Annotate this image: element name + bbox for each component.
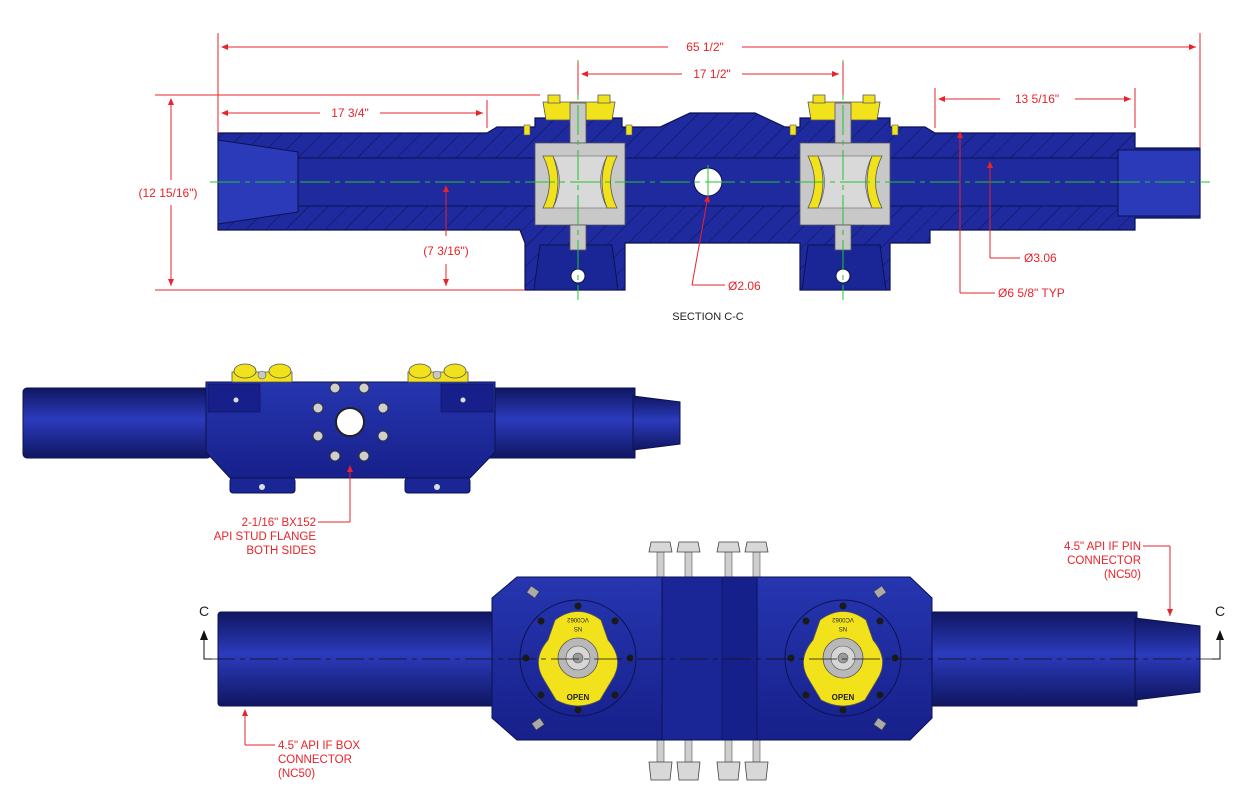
- side-right-pipe: [489, 387, 636, 459]
- side-view: [22, 363, 681, 494]
- overall-height-dim: (12 15/16"): [139, 186, 198, 200]
- right-pin: [1117, 149, 1201, 217]
- left-lower-leg: [533, 244, 619, 291]
- top-view: VC0062 NS OPEN VC0062 NS OPEN: [207, 541, 1218, 781]
- flange-callout-line3: BOTH SIDES: [246, 545, 316, 557]
- section-dimension-text: 65 1/2" 17 1/2" 17 3/4" 13 5/16" (12 15/…: [139, 40, 1065, 323]
- right-lower-leg: [801, 244, 887, 291]
- section-label: SECTION C-C: [672, 311, 744, 323]
- box-callout-line1: 4.5" API IF BOX: [278, 740, 360, 752]
- left-offset-dim: 17 3/4": [331, 106, 369, 120]
- section-marker-right: C: [1212, 603, 1225, 660]
- overall-length-dim: 65 1/2": [686, 40, 724, 54]
- flange-callout: 2-1/16" BX152 API STUD FLANGE BOTH SIDES: [214, 465, 353, 557]
- centerline-height-dim: (7 3/16"): [423, 244, 469, 258]
- port-diameter-dim: Ø2.06: [728, 279, 761, 293]
- section-view: [210, 60, 1210, 300]
- pin-callout-line3: (NC50): [1104, 569, 1141, 581]
- valve-spacing-dim: 17 1/2": [693, 67, 731, 81]
- box-callout-line3: (NC50): [278, 768, 315, 780]
- pin-callout-line1: 4.5" API IF PIN: [1064, 541, 1141, 553]
- flange-callout-line1: 2-1/16" BX152: [242, 517, 316, 529]
- left-valve-open: OPEN: [567, 693, 590, 702]
- left-valve-tag: NS: [574, 625, 582, 631]
- pin-callout-line2: CONNECTOR: [1067, 555, 1141, 567]
- bore-diameter-dim: Ø3.06: [1024, 251, 1057, 265]
- flange-callout-line2: API STUD FLANGE: [214, 531, 317, 543]
- side-handle-right: [407, 363, 469, 383]
- side-left-pipe: [22, 387, 212, 459]
- right-valve-open: OPEN: [832, 693, 855, 702]
- od-diameter-dim: Ø6 5/8" TYP: [998, 286, 1065, 300]
- box-callout-line2: CONNECTOR: [278, 754, 352, 766]
- side-flange-studs: [312, 382, 389, 462]
- section-marker-left-letter: C: [199, 603, 209, 619]
- box-callout: 4.5" API IF BOX CONNECTOR (NC50): [242, 709, 360, 780]
- side-pin-taper: [632, 395, 681, 451]
- pin-callout: 4.5" API IF PIN CONNECTOR (NC50): [1064, 541, 1173, 616]
- right-valve-tag: NS: [839, 625, 847, 631]
- side-flange-hole: [335, 407, 365, 437]
- right-offset-dim: 13 5/16": [1015, 92, 1059, 106]
- section-dimensions: [155, 33, 1201, 294]
- section-marker-right-letter: C: [1215, 603, 1225, 619]
- section-marker-left: C: [199, 603, 212, 660]
- right-valve-id: VC0062: [831, 616, 853, 622]
- left-valve-id: VC0062: [566, 616, 588, 622]
- side-handle-left: [231, 363, 293, 383]
